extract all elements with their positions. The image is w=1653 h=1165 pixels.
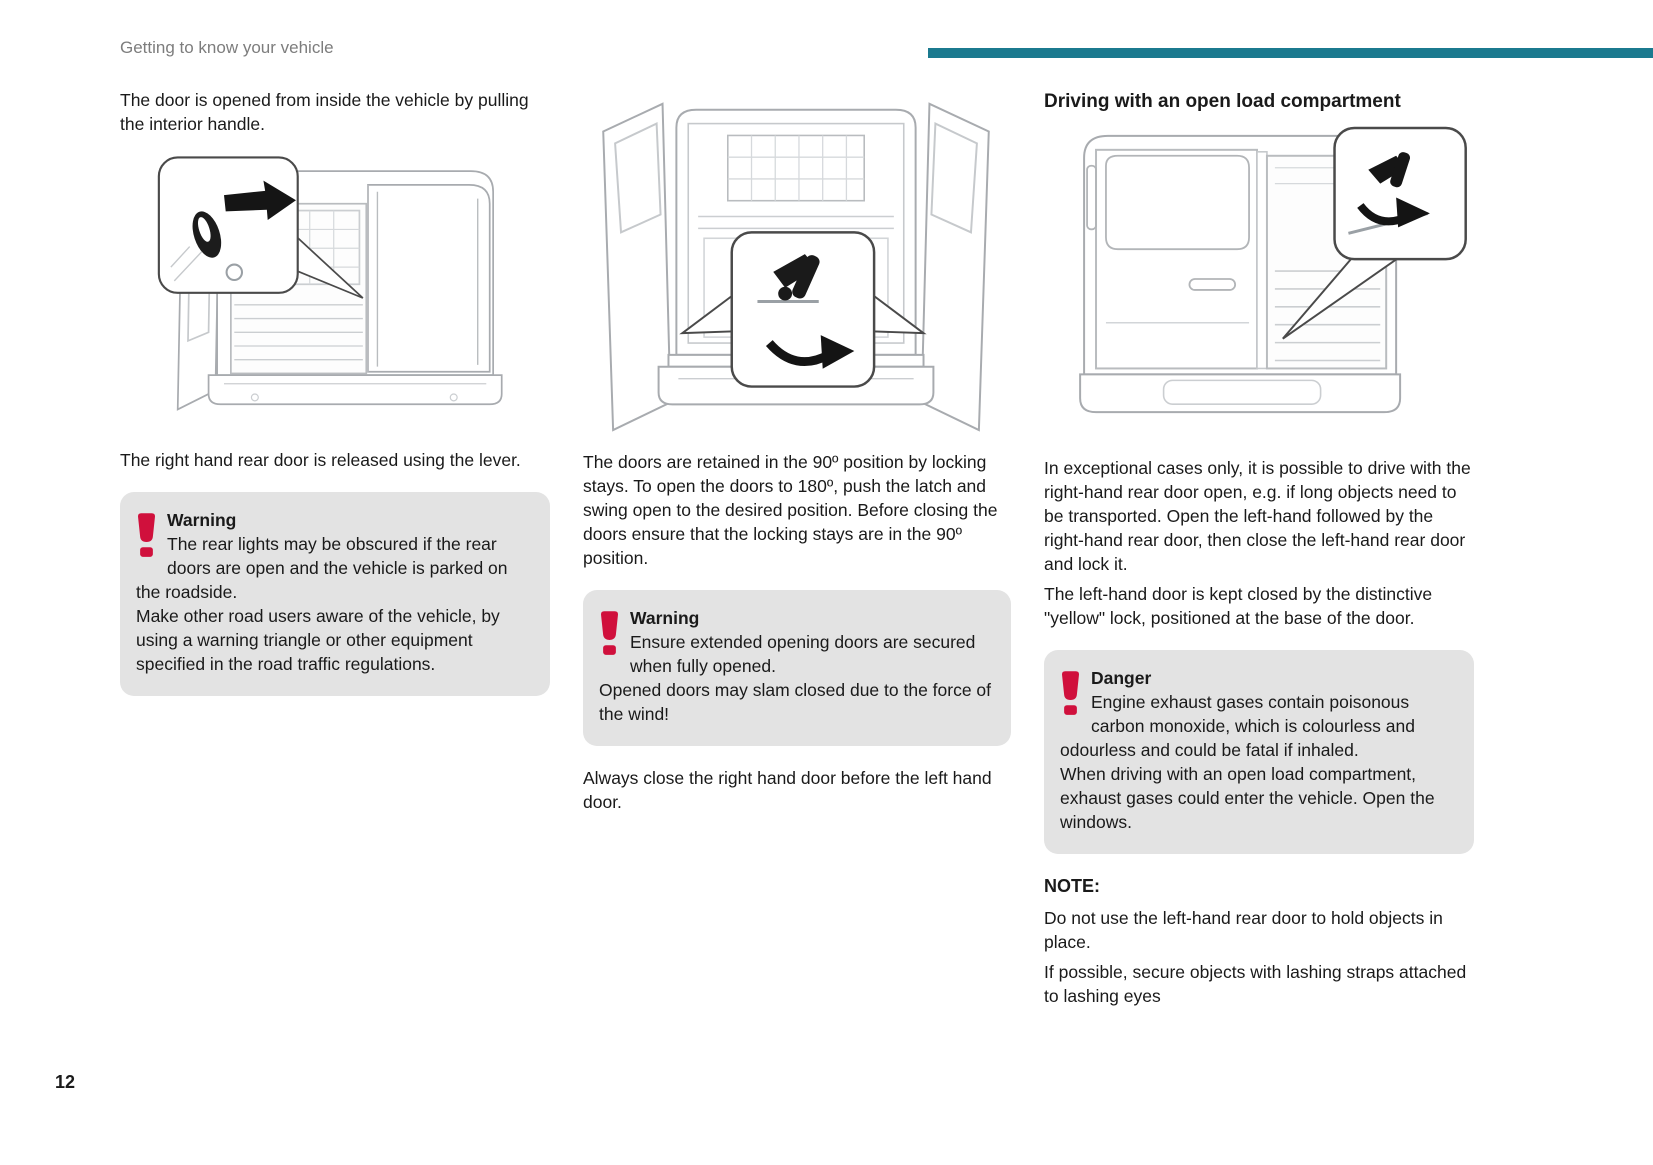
danger-box-exhaust: Danger Engine exhaust gases contain pois… [1044,650,1474,854]
danger-text: Engine exhaust gases contain poisonous c… [1060,692,1415,760]
topic-heading: Driving with an open load compartment [1044,91,1401,112]
paragraph-closing-order: Always close the right hand door before … [583,768,992,812]
callout-inset [1333,126,1467,261]
column-middle: The doors are retained in the 90º positi… [583,88,1011,820]
danger-title: Danger [1091,668,1152,688]
danger-text: When driving with an open load compartme… [1060,764,1435,832]
paragraph-release-lever: The right hand rear door is released usi… [120,450,521,470]
paragraph-locking-stays: The doors are retained in the 90º positi… [583,452,998,568]
column-right: Driving with an open load compartment [1044,88,1474,1014]
section-header: Getting to know your vehicle [120,38,334,57]
interior-handle-icon [170,211,244,282]
warning-icon [138,511,155,558]
note-label: NOTE: [1044,876,1100,896]
warning-text: Opened doors may slam closed due to the … [599,680,992,724]
page-number: 12 [55,1072,76,1092]
open-direction-arrow-icon [224,180,296,220]
content-columns: The door is opened from inside the vehic… [120,88,1474,1014]
danger-icon [1062,669,1079,716]
warning-text: The rear lights may be obscured if the r… [136,534,508,602]
illustration-both-doors-open [583,88,1011,440]
warning-title: Warning [630,608,700,628]
note-text: Do not use the left-hand rear door to ho… [1044,908,1443,952]
door-lock-icon [1348,152,1430,235]
van-doors-locking-stays-illustration [602,102,990,432]
header-accent-bar [928,48,1653,58]
warning-icon [601,609,618,656]
van-open-load-compartment-illustration [1079,126,1467,414]
illustration-open-load-compartment [1044,122,1474,446]
note-text: If possible, secure objects with lashing… [1044,962,1467,1006]
warning-text: Make other road users aware of the vehic… [136,606,500,674]
warning-text: Ensure extended opening doors are secure… [630,632,976,676]
van-rear-door-open-illustration [157,156,503,411]
column-left: The door is opened from inside the vehic… [120,88,550,696]
warning-box-rear-lights: Warning The rear lights may be obscured … [120,492,550,696]
locking-stay-latch-icon [757,254,820,304]
callout-inset [157,156,299,294]
paragraph-exceptional-cases: In exceptional cases only, it is possibl… [1044,458,1471,574]
paragraph-yellow-lock: The left-hand door is kept closed by the… [1044,584,1433,628]
swing-direction-arrow-icon [765,335,855,369]
illustration-left-rear-door [152,150,550,440]
paragraph-interior-handle: The door is opened from inside the vehic… [120,90,529,134]
warning-title: Warning [167,510,237,530]
warning-box-extended-doors: Warning Ensure extended opening doors ar… [583,590,1011,746]
